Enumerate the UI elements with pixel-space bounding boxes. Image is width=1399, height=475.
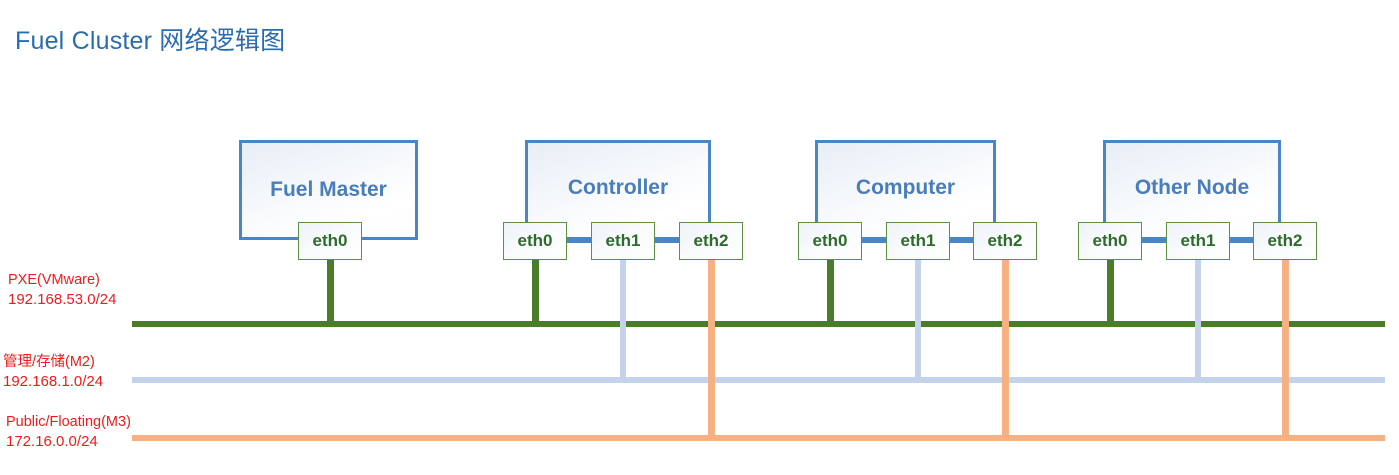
interface-other-node-eth1[interactable]: eth1 xyxy=(1166,222,1230,260)
node-label-controller: Controller xyxy=(567,176,669,199)
interface-controller-eth2[interactable]: eth2 xyxy=(679,222,743,260)
network-legend-management-subnet: 192.168.1.0/24 xyxy=(3,373,104,390)
interface-label: eth2 xyxy=(987,231,1023,250)
eth-link-other-node-0-1 xyxy=(1135,238,1175,243)
network-legend-public: Public/Floating(M3) 172.16.0.0/24 xyxy=(6,412,131,452)
drop-other-node-eth0-pxe xyxy=(1107,250,1114,327)
drop-computer-eth1-management xyxy=(915,250,921,380)
network-legend-management: 管理/存储(M2) 192.168.1.0/24 xyxy=(3,352,103,392)
network-bus-public xyxy=(132,435,1385,441)
interface-label: eth1 xyxy=(605,231,641,250)
drop-fuel-master-eth0-pxe xyxy=(327,250,334,327)
interface-controller-eth1[interactable]: eth1 xyxy=(591,222,655,260)
drop-other-node-eth2-public xyxy=(1282,250,1289,438)
interface-computer-eth1[interactable]: eth1 xyxy=(886,222,950,260)
drop-other-node-eth1-management xyxy=(1195,250,1201,380)
network-bus-pxe xyxy=(132,321,1385,327)
interface-label: eth2 xyxy=(1267,231,1303,250)
interface-label: eth0 xyxy=(312,231,348,250)
network-legend-pxe-subnet: 192.168.53.0/24 xyxy=(8,291,117,308)
network-legend-pxe-name: PXE(VMware) xyxy=(8,272,100,288)
node-box-computer[interactable]: Computer xyxy=(815,140,996,240)
interface-other-node-eth2[interactable]: eth2 xyxy=(1253,222,1317,260)
interface-label: eth0 xyxy=(812,231,848,250)
eth-link-other-node-1-2 xyxy=(1223,238,1263,243)
interface-label: eth0 xyxy=(517,231,553,250)
eth-link-controller-0-1 xyxy=(560,238,600,243)
interface-label: eth1 xyxy=(900,231,936,250)
node-label-computer: Computer xyxy=(855,176,956,199)
interface-label: eth2 xyxy=(693,231,729,250)
page-title: Fuel Cluster 网络逻辑图 xyxy=(15,27,286,55)
drop-controller-eth1-management xyxy=(620,250,626,380)
network-legend-public-subnet: 172.16.0.0/24 xyxy=(6,433,98,450)
network-legend-management-name: 管理/存储(M2) xyxy=(3,354,95,370)
interface-fuel-master-eth0[interactable]: eth0 xyxy=(298,222,362,260)
interface-computer-eth0[interactable]: eth0 xyxy=(798,222,862,260)
eth-link-computer-1-2 xyxy=(943,238,983,243)
interface-computer-eth2[interactable]: eth2 xyxy=(973,222,1037,260)
interface-label: eth0 xyxy=(1092,231,1128,250)
drop-controller-eth0-pxe xyxy=(532,250,539,327)
network-bus-management xyxy=(132,377,1385,383)
node-label-fuel-master: Fuel Master xyxy=(270,178,387,201)
interface-other-node-eth0[interactable]: eth0 xyxy=(1078,222,1142,260)
drop-controller-eth2-public xyxy=(708,250,715,438)
eth-link-controller-1-2 xyxy=(648,238,688,243)
network-legend-pxe: PXE(VMware) 192.168.53.0/24 xyxy=(8,270,116,310)
interface-label: eth1 xyxy=(1180,231,1216,250)
network-legend-public-name: Public/Floating(M3) xyxy=(6,414,131,430)
node-label-other-node: Other Node xyxy=(1134,176,1250,199)
interface-controller-eth0[interactable]: eth0 xyxy=(503,222,567,260)
eth-link-computer-0-1 xyxy=(855,238,895,243)
drop-computer-eth0-pxe xyxy=(827,250,834,327)
drop-computer-eth2-public xyxy=(1002,250,1009,438)
